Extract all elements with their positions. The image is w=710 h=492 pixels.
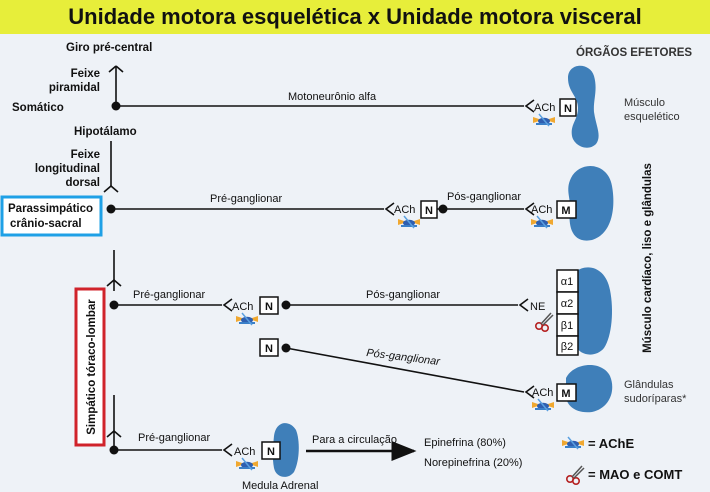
- sympathetic-neuron-body-1: [109, 300, 119, 310]
- receptor-beta2: [556, 335, 579, 356]
- adrenal-medulla-organ: [272, 423, 299, 477]
- label-epinefrina: Epinefrina (80%): [424, 437, 506, 449]
- legend-mao-icon: [565, 465, 585, 486]
- ach-sweat: ACh: [532, 387, 553, 399]
- label-feixe-piramidal-2: piramidal: [49, 82, 100, 94]
- sympathetic-ganglion-1: [281, 300, 291, 310]
- receptor-n-adrenal-label: N: [267, 446, 275, 458]
- receptor-beta1-label: β1: [561, 320, 573, 332]
- somatic-neuron-body: [111, 101, 121, 111]
- sweat-gland-organ: [566, 364, 613, 413]
- label-musculo-vertical: Músculo cardíaco, liso e glândulas: [642, 163, 654, 353]
- receptor-alpha1-label: α1: [561, 276, 573, 288]
- receptor-m-sweat-label: M: [561, 388, 570, 400]
- ach-somatic: ACh: [534, 102, 555, 114]
- label-simpatico: Simpático tóraco-lombar: [86, 299, 98, 435]
- receptor-n-simp-2: [259, 338, 279, 357]
- label-musculo-2: esquelético: [624, 111, 680, 123]
- receptor-m-para-label: M: [561, 205, 570, 217]
- ache-icon: [531, 398, 555, 412]
- receptor-m-para: [556, 200, 577, 219]
- legend-ache-icon: [561, 436, 585, 450]
- receptor-n-simp-1-label: N: [265, 301, 273, 313]
- receptor-n-adrenal: [261, 441, 281, 460]
- ache-icon: [532, 113, 556, 127]
- mao-icon: [534, 312, 554, 333]
- label-parassimpatico-2: crânio-sacral: [10, 218, 82, 230]
- ache-icon: [530, 215, 554, 229]
- sympathetic-neuron-body-2: [109, 445, 119, 455]
- label-pre-ganglionar-simp-1: Pré-ganglionar: [133, 289, 205, 301]
- receptor-m-sweat: [556, 383, 577, 402]
- receptor-n-somatic-label: N: [564, 103, 572, 115]
- label-medula-adrenal: Medula Adrenal: [242, 480, 318, 492]
- label-glandulas-1: Glândulas: [624, 379, 674, 391]
- receptor-beta2-label: β2: [561, 341, 573, 353]
- label-pre-ganglionar-simp-2: Pré-ganglionar: [138, 432, 210, 444]
- label-feixe-piramidal-1: Feixe: [71, 68, 100, 80]
- label-musculo-1: Músculo: [624, 97, 665, 109]
- receptor-n-para: [420, 200, 438, 219]
- receptor-alpha2-label: α2: [561, 298, 573, 310]
- receptor-n-somatic: [559, 98, 577, 117]
- skeletal-muscle-organ: [568, 65, 599, 148]
- label-pos-ganglionar-para: Pós-ganglionar: [447, 191, 521, 203]
- label-feixe-long-3: dorsal: [65, 177, 100, 189]
- sympathetic-pathway: [106, 250, 535, 457]
- sympathetic-box: [74, 287, 106, 447]
- label-feixe-long-2: longitudinal: [35, 163, 100, 175]
- parasympathetic-neuron-body: [106, 204, 116, 214]
- visceral-organ-para: [568, 166, 614, 241]
- parasympathetic-box: [0, 195, 103, 237]
- label-pre-ganglionar-para: Pré-ganglionar: [210, 193, 282, 205]
- title-bar: Unidade motora esquelética x Unidade mot…: [0, 0, 710, 34]
- legend-mao: = MAO e COMT: [588, 467, 682, 482]
- legend-ache: = AChE: [588, 436, 634, 451]
- receptor-n-simp-2-label: N: [265, 343, 273, 355]
- receptor-n-para-label: N: [425, 205, 433, 217]
- ach-simp-ganglion-1: ACh: [232, 301, 253, 313]
- label-glandulas-2: sudoríparas*: [624, 393, 687, 405]
- label-somatico: Somático: [12, 102, 64, 114]
- ne-label: NE: [530, 301, 545, 313]
- receptor-n-simp-1: [259, 296, 279, 315]
- label-giro: Giro pré-central: [66, 42, 152, 54]
- label-feixe-long-1: Feixe: [71, 149, 100, 161]
- parasympathetic-ganglion: [438, 204, 448, 214]
- label-motoneuronio: Motoneurônio alfa: [288, 91, 377, 103]
- label-orgaos-efetores: ÓRGÃOS EFETORES: [576, 46, 692, 59]
- ache-icon: [397, 215, 421, 229]
- ache-icon: [235, 312, 259, 326]
- somatic-pathway: [108, 65, 535, 113]
- ach-para-effector: ACh: [531, 204, 552, 216]
- parasympathetic-pathway: [103, 141, 535, 216]
- label-pos-ganglionar-simp-1: Pós-ganglionar: [366, 289, 440, 301]
- sympathetic-ganglion-2: [281, 343, 291, 353]
- visceral-organ-simp: [572, 267, 612, 355]
- ach-para-ganglion: ACh: [394, 204, 415, 216]
- label-para-circulacao: Para a circulação: [312, 434, 397, 446]
- label-hipotalamo: Hipotálamo: [74, 126, 137, 138]
- page-title: Unidade motora esquelética x Unidade mot…: [68, 4, 642, 29]
- label-norepinefrina: Norepinefrina (20%): [424, 457, 522, 469]
- ache-icon: [235, 457, 259, 471]
- label-parassimpatico-1: Parassimpático: [8, 203, 93, 215]
- ach-adrenal: ACh: [234, 446, 255, 458]
